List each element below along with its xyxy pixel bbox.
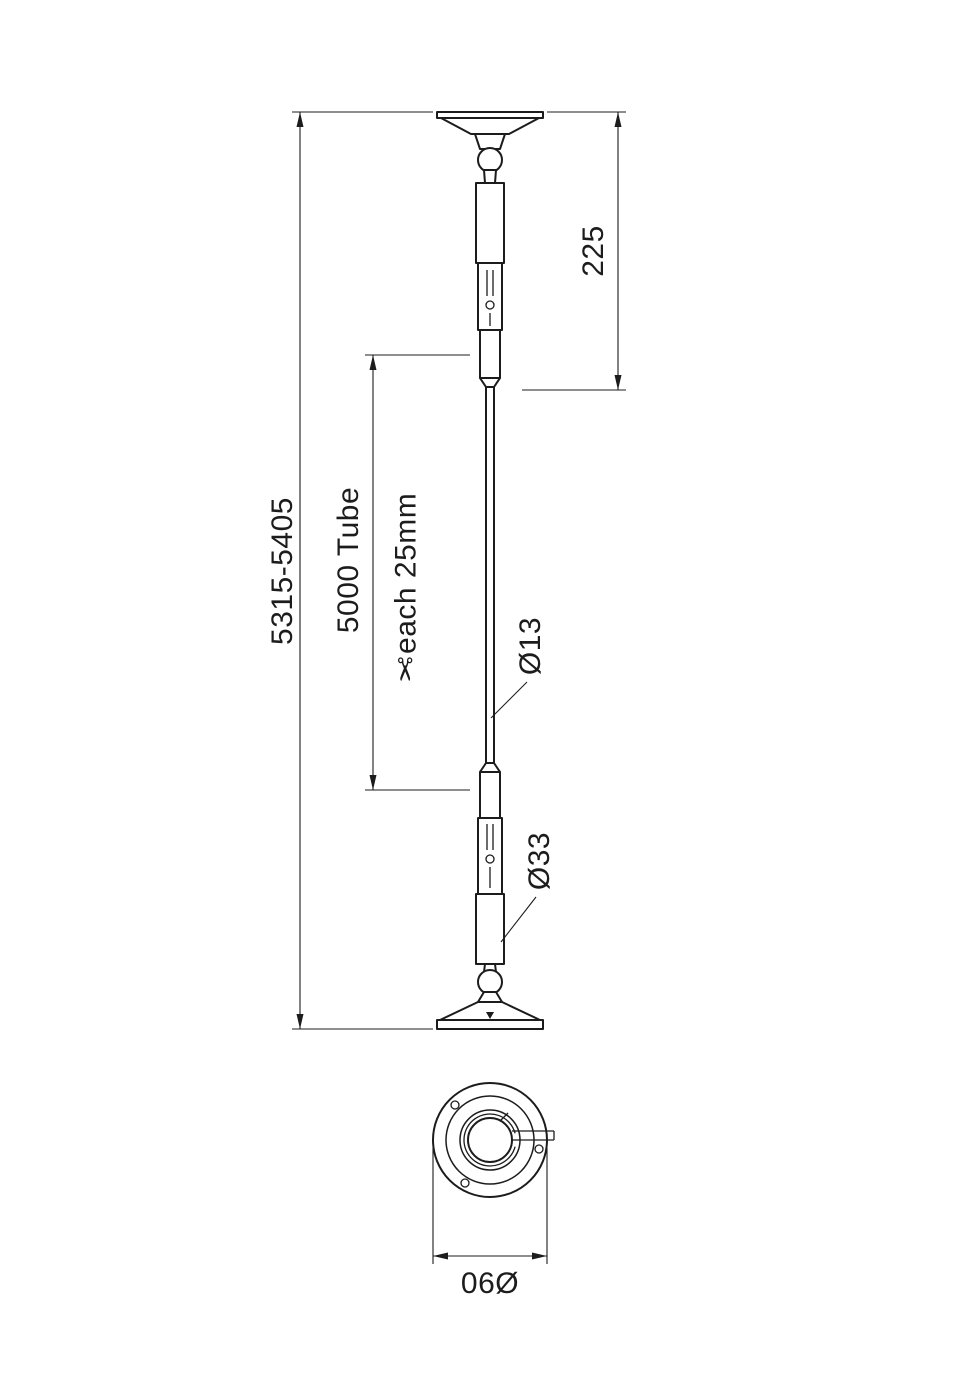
ceiling-canopy <box>436 111 544 184</box>
bolt-hole <box>450 1100 460 1110</box>
tube-diameter-label: Ø13 <box>514 616 547 676</box>
bolt-hole <box>460 1178 470 1188</box>
tube-length-label: 5000 Tube <box>332 486 365 634</box>
cut-step-label: ✂each 25mm <box>386 492 423 684</box>
dimension-arrowheads <box>296 112 622 1260</box>
fastener-details <box>485 270 495 888</box>
dimension-top-section <box>522 111 626 391</box>
retaining-ring <box>463 1113 516 1167</box>
dimension-base <box>432 1148 548 1264</box>
floor-base <box>436 991 544 1030</box>
dimension-tube <box>365 354 470 791</box>
fixture-front-view <box>436 111 544 1030</box>
overall-height-label: 5315-5405 <box>266 497 299 645</box>
pole-upper-assembly <box>475 182 505 388</box>
suspension-tube <box>485 386 495 764</box>
scissors-icon: ✂ <box>386 655 423 684</box>
body-diameter-label: Ø33 <box>523 831 556 891</box>
base-diameter-label: 06Ø <box>460 1267 520 1300</box>
dimension-lines <box>292 111 626 1264</box>
dimension-overall <box>292 111 433 1030</box>
base-top-view <box>432 1082 555 1198</box>
cut-step-text: each 25mm <box>389 492 423 654</box>
base-center-mark <box>486 1012 494 1019</box>
leader-tube-diameter <box>490 681 528 719</box>
bolt-hole <box>534 1144 544 1154</box>
top-section-label: 225 <box>577 225 610 277</box>
leader-body-diameter <box>500 896 537 943</box>
